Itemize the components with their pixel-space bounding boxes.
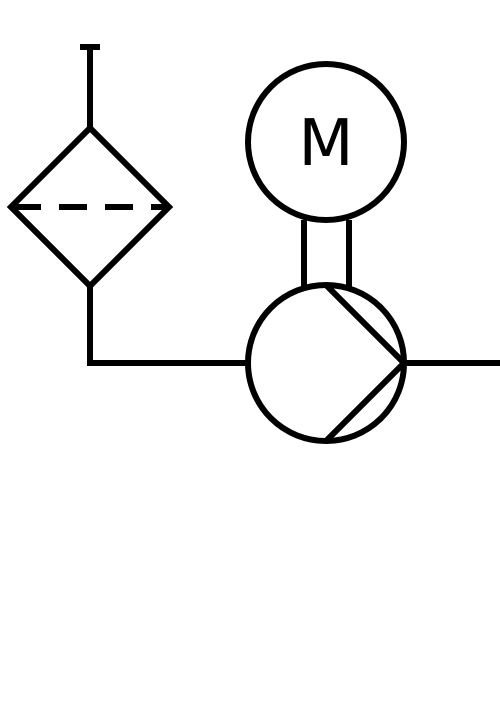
pump-circle <box>245 282 407 444</box>
filter-icon <box>6 44 174 291</box>
pump-icon <box>245 282 409 444</box>
motor-circle <box>245 61 407 223</box>
motor-label: M <box>298 107 353 181</box>
pump-direction-triangle <box>323 282 409 444</box>
motor-icon: M <box>245 61 407 223</box>
shaft-coupling <box>301 220 352 290</box>
filter-to-pump-line <box>87 286 249 366</box>
